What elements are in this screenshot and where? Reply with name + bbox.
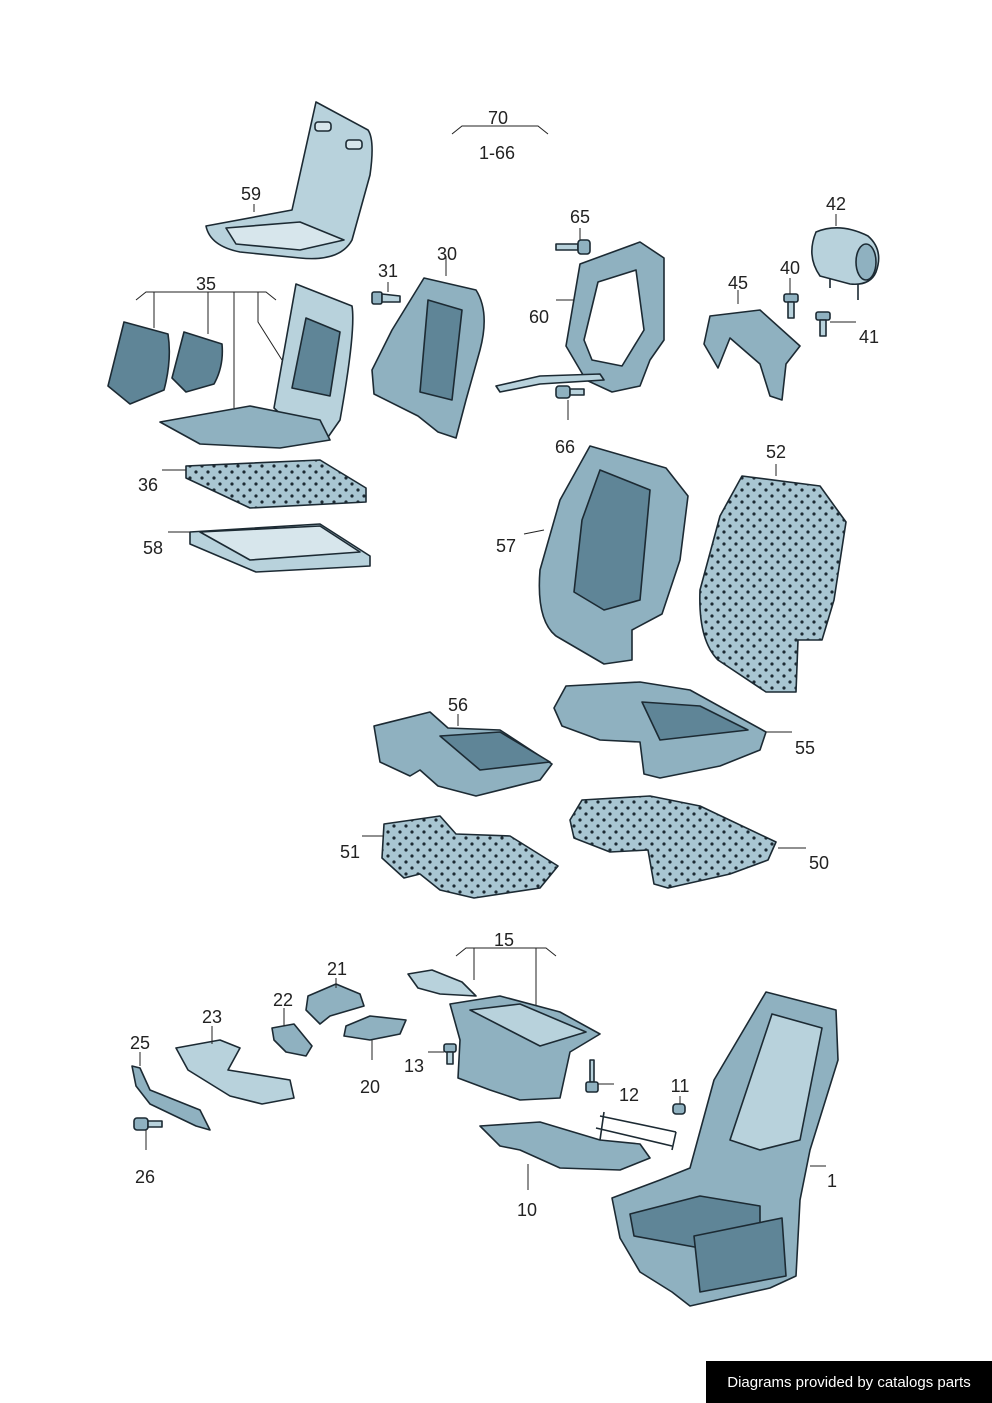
label-56: 56 xyxy=(447,695,469,715)
leader-lines xyxy=(139,204,856,1190)
group-bracket-35 xyxy=(135,291,283,408)
part-31-screw[interactable] xyxy=(371,291,401,305)
part-55-cushion-cover[interactable] xyxy=(553,681,767,779)
label-1: 1 xyxy=(826,1171,838,1191)
part-57-backrest-cover[interactable] xyxy=(538,445,689,665)
label-26: 26 xyxy=(134,1167,156,1187)
label-21: 21 xyxy=(326,959,348,979)
label-60: 60 xyxy=(528,307,550,327)
label-25: 25 xyxy=(129,1033,151,1053)
part-12-bolt[interactable] xyxy=(585,1059,599,1093)
part-58-pad[interactable] xyxy=(189,523,371,573)
label-13: 13 xyxy=(403,1056,425,1076)
part-22-cover[interactable] xyxy=(271,1023,313,1057)
credit-banner: Diagrams provided by catalogs parts xyxy=(706,1361,992,1403)
label-31: 31 xyxy=(377,261,399,281)
label-57: 57 xyxy=(495,536,517,556)
part-23-cover[interactable] xyxy=(175,1039,295,1105)
label-15: 15 xyxy=(493,930,515,950)
part-52-backrest-foam[interactable] xyxy=(699,475,847,693)
label-20: 20 xyxy=(359,1077,381,1097)
label-40: 40 xyxy=(779,258,801,278)
part-11-nut[interactable] xyxy=(672,1103,686,1115)
part-35-pad-right[interactable] xyxy=(171,331,224,393)
label-51: 51 xyxy=(339,842,361,862)
label-58: 58 xyxy=(142,538,164,558)
part-35-frame[interactable] xyxy=(159,283,354,449)
part-65-screw[interactable] xyxy=(555,239,591,255)
group-bracket-15 xyxy=(455,947,557,1008)
part-26-screw[interactable] xyxy=(133,1117,163,1131)
label-23: 23 xyxy=(201,1007,223,1027)
part-13-screw[interactable] xyxy=(443,1043,457,1065)
part-10-base-frame[interactable] xyxy=(479,1111,677,1171)
label-35: 35 xyxy=(195,274,217,294)
part-15-seat-mechanism[interactable] xyxy=(449,995,601,1101)
label-52: 52 xyxy=(765,442,787,462)
label-10: 10 xyxy=(516,1200,538,1220)
part-50-cushion-foam[interactable] xyxy=(569,795,777,889)
part-30-side-trim[interactable] xyxy=(371,277,485,439)
label-range: 1-66 xyxy=(478,143,516,163)
credit-text: Diagrams provided by catalogs parts xyxy=(727,1373,971,1391)
part-56-cushion-cover[interactable] xyxy=(373,711,553,797)
label-65: 65 xyxy=(569,207,591,227)
label-36: 36 xyxy=(137,475,159,495)
part-20-cover[interactable] xyxy=(343,1015,407,1041)
part-41-guide[interactable] xyxy=(815,311,831,337)
part-40-guide[interactable] xyxy=(783,293,799,319)
part-1-seat-frame[interactable] xyxy=(611,991,839,1307)
label-55: 55 xyxy=(794,738,816,758)
part-36-foam-pad[interactable] xyxy=(185,459,367,509)
label-59: 59 xyxy=(240,184,262,204)
label-42: 42 xyxy=(825,194,847,214)
part-66-screw[interactable] xyxy=(555,385,585,399)
part-42-headrest[interactable] xyxy=(811,227,880,300)
label-45: 45 xyxy=(727,273,749,293)
part-21-cover[interactable] xyxy=(305,983,365,1025)
label-30: 30 xyxy=(436,244,458,264)
label-50: 50 xyxy=(808,853,830,873)
label-66: 66 xyxy=(554,437,576,457)
group-bracket-70 xyxy=(451,125,549,135)
part-60-backrest-frame[interactable] xyxy=(495,241,665,393)
label-12: 12 xyxy=(618,1085,640,1105)
label-22: 22 xyxy=(272,990,294,1010)
part-15-bracket-small[interactable] xyxy=(407,969,477,997)
part-25-trim-strip[interactable] xyxy=(131,1065,211,1131)
label-70: 70 xyxy=(487,108,509,128)
part-35-pad-left[interactable] xyxy=(107,321,171,405)
part-59-backrest-panel[interactable] xyxy=(205,101,373,260)
part-45-trim[interactable] xyxy=(703,309,801,401)
label-41: 41 xyxy=(858,327,880,347)
part-51-cushion-foam[interactable] xyxy=(381,815,559,899)
label-11: 11 xyxy=(670,1076,690,1096)
